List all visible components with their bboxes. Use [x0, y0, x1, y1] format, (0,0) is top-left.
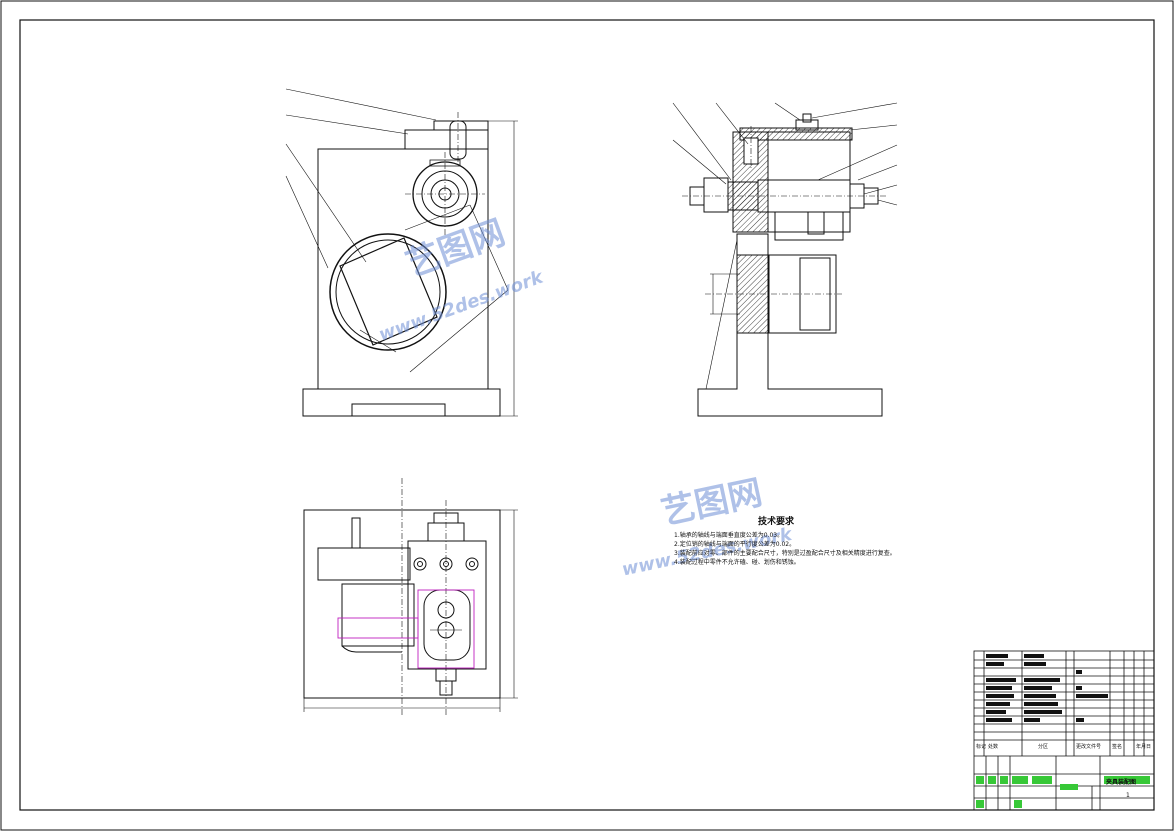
title-block: [973, 650, 1155, 811]
title-block-header-5: 年月日: [1136, 744, 1152, 750]
tech-requirement-1: 1.轴承的轴线与端面垂直度公差为0.03。: [674, 532, 784, 539]
tech-requirement-3: 3.装配前应对零、部件的主要配合尺寸，特别是过盈配合尺寸及相关精度进行复查。: [674, 550, 896, 557]
title-block-header-3: 更改文件号: [1076, 744, 1102, 750]
title-block-header-1: 处数: [988, 744, 999, 750]
tech-requirements-title: 技术要求: [758, 517, 795, 527]
title-block-drawing-name: 夹具装配图: [1106, 779, 1137, 786]
title-block-header-0: 标记: [976, 744, 987, 750]
tech-requirement-4: 4.装配过程中零件不允许磕、碰、划伤和锈蚀。: [674, 559, 800, 566]
front-view: [285, 88, 518, 417]
title-block-header-4: 签名: [1112, 744, 1123, 750]
title-block-green: [976, 776, 1150, 808]
side-view: [672, 102, 898, 417]
title-block-header-2: 分区: [1038, 744, 1049, 750]
title-block-fills: [986, 654, 1108, 722]
top-view: [303, 478, 518, 716]
top-view-hidden-outline: [337, 589, 475, 669]
title-block-sheet-no: 1: [1126, 792, 1130, 799]
tech-requirement-2: 2.定位销的轴线与端面的平行度公差为0.02。: [674, 541, 796, 548]
